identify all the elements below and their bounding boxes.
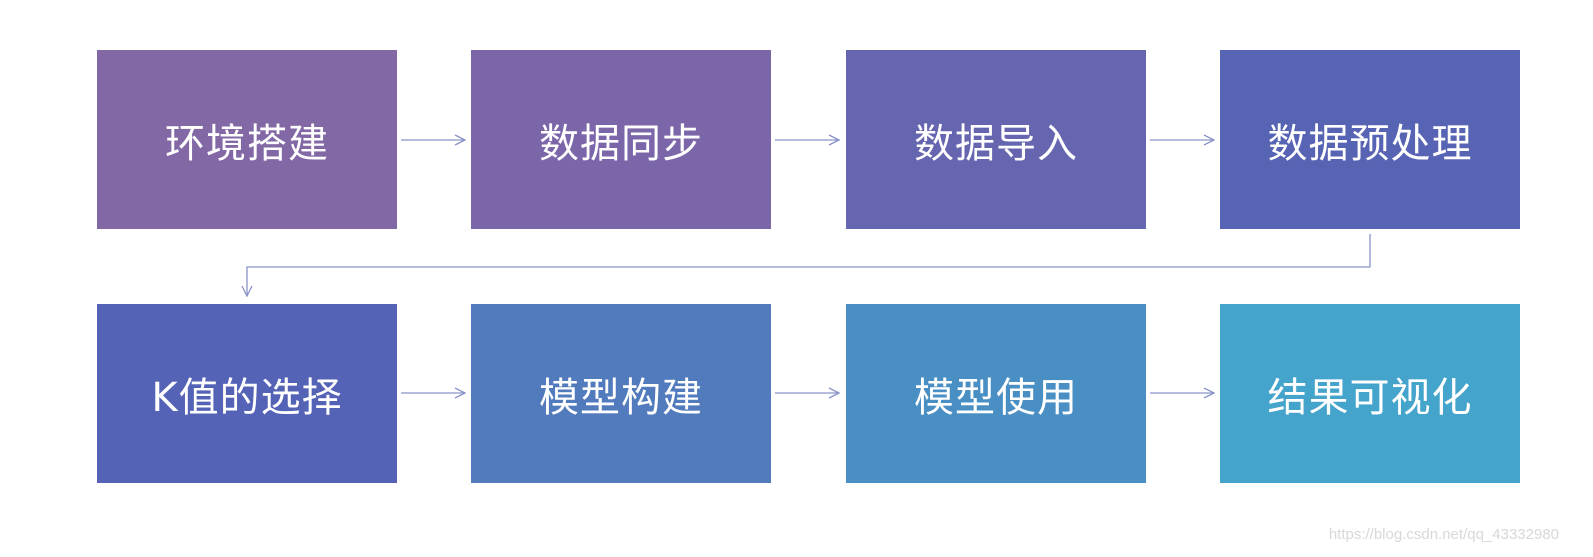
arrow-4-5 — [247, 234, 1371, 296]
step-label: 数据同步 — [539, 120, 703, 167]
step-data-preprocessing: 数据预处理 — [1220, 50, 1520, 229]
watermark: https://blog.csdn.net/qq_43332980 — [1328, 526, 1559, 543]
step-environment-setup: 环境搭建 — [97, 50, 397, 229]
step-model-usage: 模型使用 — [846, 304, 1146, 483]
step-label: 环境搭建 — [165, 120, 329, 167]
step-label: 数据导入 — [914, 120, 1078, 167]
step-label: 模型使用 — [914, 374, 1078, 421]
step-model-building: 模型构建 — [471, 304, 771, 483]
step-visualization: 结果可视化 — [1220, 304, 1520, 483]
step-data-sync: 数据同步 — [471, 50, 771, 229]
step-data-import: 数据导入 — [846, 50, 1146, 229]
step-label: 数据预处理 — [1267, 120, 1473, 167]
step-label: K值的选择 — [151, 374, 343, 421]
step-label: 模型构建 — [539, 374, 703, 421]
step-k-selection: K值的选择 — [97, 304, 397, 483]
step-label: 结果可视化 — [1267, 374, 1473, 421]
